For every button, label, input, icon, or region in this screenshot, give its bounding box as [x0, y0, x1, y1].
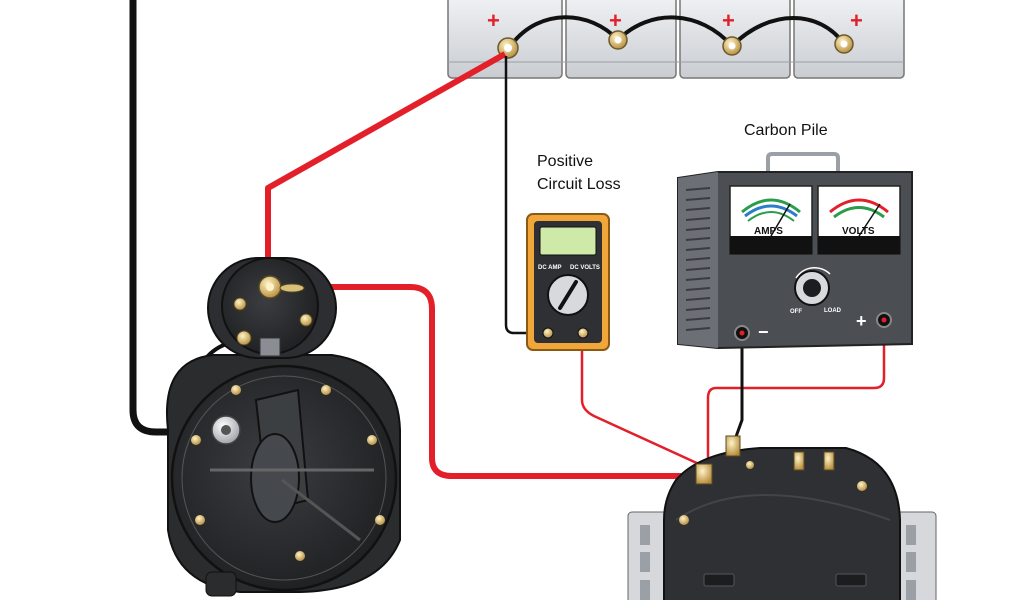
multimeter-dc-amp-label: DC AMP [538, 265, 561, 271]
multimeter: DC AMP DC VOLTS [526, 213, 610, 351]
circuit-loss-label-line2: Circuit Loss [537, 176, 621, 193]
ground-cable [129, 0, 220, 436]
solenoid-stud-bottom [236, 330, 252, 346]
carbon-pile-negative-lead [731, 338, 744, 446]
alternator-ground-terminal [725, 435, 741, 457]
circuit-loss-label-line1: Positive [537, 153, 593, 170]
alternator [627, 435, 937, 600]
amps-gauge: AMPS [729, 185, 813, 255]
multimeter-negative-lead [504, 56, 548, 335]
battery-plus-sign-4: + [850, 8, 863, 33]
battery-bank: + + + + [447, 0, 905, 79]
carbon-pile-tester: AMPS VOLTS OFF LOAD − + [677, 152, 913, 350]
battery-terminal-3 [722, 36, 742, 56]
multimeter-display [539, 226, 597, 256]
volts-gauge-label: VOLTS [842, 226, 875, 237]
starter-motor [166, 257, 401, 597]
battery-plus-sign-2: + [609, 8, 622, 33]
battery-terminal-2 [608, 30, 628, 50]
positive-battery-cable [265, 51, 507, 285]
carbon-pile-label: Carbon Pile [744, 122, 828, 139]
starter-ground-terminal [211, 415, 241, 445]
battery-jumper-cable-1 [510, 15, 620, 46]
knob-off-label: OFF [790, 309, 802, 315]
starter-to-alternator-cable [282, 284, 712, 479]
battery-jumper-cable-3 [730, 16, 846, 48]
carbon-pile-positive-lead [706, 322, 886, 470]
knob-load-label: LOAD [824, 308, 842, 314]
battery-plus-sign-1: + [487, 8, 500, 33]
alternator-battery-terminal [695, 463, 713, 485]
multimeter-dc-amp-jack[interactable] [542, 327, 554, 339]
multimeter-dc-volts-label: DC VOLTS [570, 265, 600, 271]
volts-gauge: VOLTS [817, 185, 901, 255]
starter-solenoid [207, 257, 337, 359]
battery-jumper-cable-2 [616, 15, 734, 48]
battery-terminal-4 [834, 34, 854, 54]
multimeter-positive-lead [580, 335, 713, 472]
carbon-pile-handle [766, 152, 840, 176]
multimeter-dc-volts-jack[interactable] [577, 327, 589, 339]
load-knob[interactable] [794, 266, 831, 306]
amps-gauge-label: AMPS [754, 226, 783, 237]
battery-plus-sign-3: + [722, 8, 735, 33]
carbon-pile-negative-sign: − [758, 322, 769, 342]
carbon-pile-positive-sign: + [856, 311, 867, 331]
